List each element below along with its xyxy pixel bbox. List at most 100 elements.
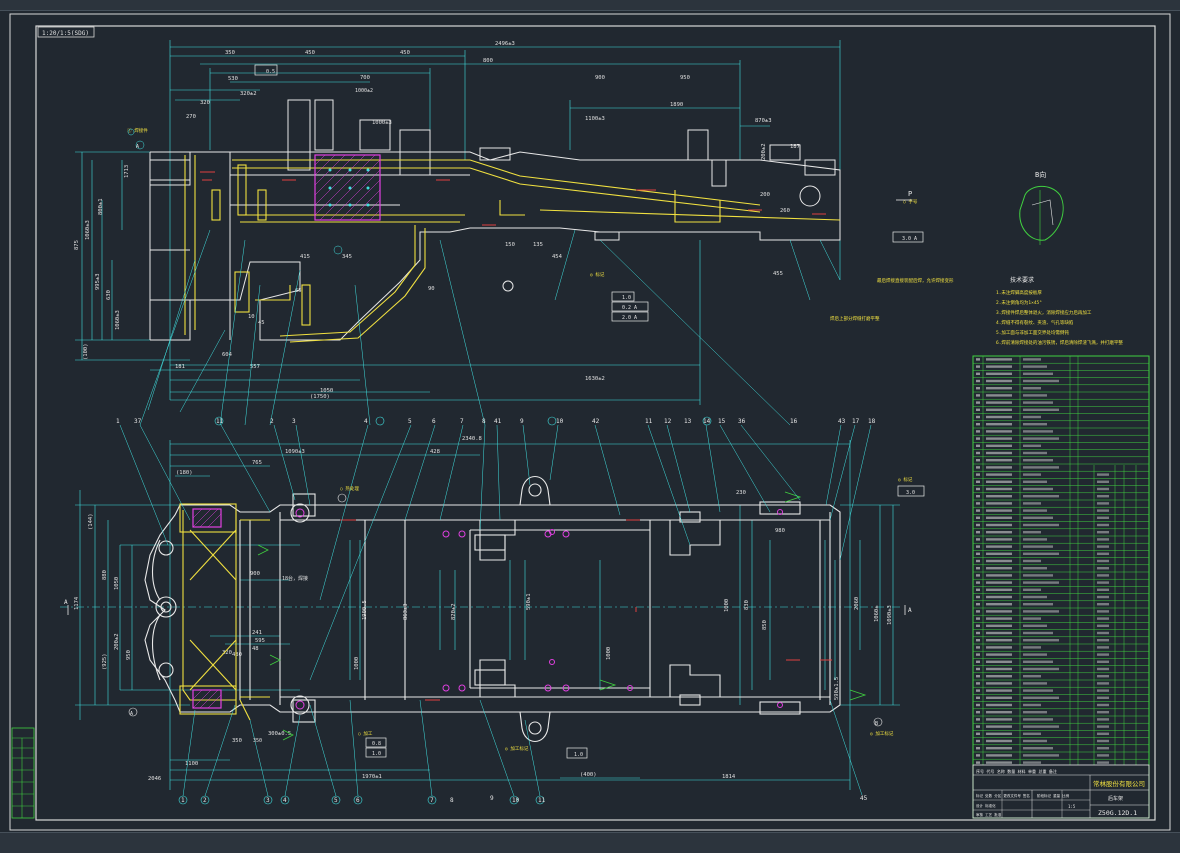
svg-text:A: A	[130, 711, 133, 717]
table-cell	[1097, 711, 1109, 714]
svg-text:○ 加工: ○ 加工	[358, 730, 373, 737]
table-cell	[976, 667, 980, 671]
svg-text:10: 10	[248, 314, 255, 320]
svg-text:17: 17	[852, 418, 860, 425]
top-dimensions	[75, 40, 841, 405]
table-cell	[976, 495, 980, 498]
svg-text:8: 8	[450, 797, 454, 804]
table-cell	[976, 603, 980, 606]
svg-text:1090±3: 1090±3	[887, 605, 893, 625]
svg-text:4: 4	[364, 418, 368, 425]
table-cell	[1023, 502, 1041, 505]
svg-text:6.焊前清除焊接处的油污铁锈，焊后清除焊渣飞溅，并打磨平整: 6.焊前清除焊接处的油污铁锈，焊后清除焊渣飞溅，并打磨平整	[996, 339, 1123, 346]
bottom-hatch-pads	[192, 508, 222, 709]
svg-text:1060±3: 1060±3	[85, 220, 91, 240]
svg-text:630: 630	[106, 290, 112, 300]
table-cell	[986, 358, 1012, 361]
svg-text:800±1: 800±1	[98, 198, 104, 215]
svg-text:320: 320	[200, 100, 210, 106]
table-cell	[986, 739, 1012, 743]
svg-text:1050: 1050	[114, 577, 120, 590]
table-cell	[976, 689, 980, 692]
svg-text:A: A	[908, 607, 912, 614]
table-cell	[1023, 444, 1041, 447]
svg-text:① 焊接件: ① 焊接件	[127, 127, 148, 134]
svg-text:1060±3: 1060±3	[115, 310, 121, 330]
svg-text:1.未注焊脚高度按板厚: 1.未注焊脚高度按板厚	[996, 289, 1042, 296]
table-cell	[1023, 682, 1047, 685]
svg-text:5: 5	[408, 418, 412, 425]
parts-list-table[interactable]: 常林股份有限公司 后车架 Z50G.12D.1 1:5 序号 代号 名称 数量 …	[972, 355, 1150, 819]
table-cell	[1023, 732, 1041, 735]
table-cell	[976, 480, 980, 483]
table-cell	[986, 387, 1012, 390]
bottom-weld-marks	[340, 519, 832, 701]
table-cell	[976, 639, 980, 642]
table-cell	[986, 444, 1012, 447]
svg-text:150: 150	[505, 242, 515, 248]
svg-text:0.8: 0.8	[372, 741, 381, 747]
svg-text:3.0 A: 3.0 A	[902, 236, 917, 242]
table-cell	[986, 379, 1012, 383]
table-cell	[1023, 667, 1059, 671]
table-cell	[1097, 747, 1109, 750]
table-cell	[986, 754, 1012, 757]
table-cell	[976, 581, 980, 584]
table-cell	[1023, 660, 1053, 663]
svg-text:604: 604	[222, 352, 233, 358]
table-cell	[1097, 552, 1109, 555]
svg-text:1:5: 1:5	[1068, 804, 1076, 809]
svg-text:○ 热处理: ○ 热处理	[340, 485, 359, 492]
svg-text:42: 42	[592, 418, 600, 425]
table-cell	[1023, 646, 1041, 649]
table-cell	[1023, 487, 1053, 491]
table-cell	[1023, 624, 1047, 627]
table-cell	[986, 631, 1012, 635]
table-cell	[976, 387, 980, 390]
table-cell	[1097, 761, 1109, 764]
table-cell	[976, 675, 980, 678]
svg-text:875: 875	[74, 240, 80, 250]
b-view-detail: B向	[1019, 170, 1064, 245]
svg-text:1100±3: 1100±3	[585, 116, 605, 122]
table-cell	[1023, 372, 1053, 375]
top-dim-labels: 2496±3 350 450 450 700 800 900 950 1890 …	[74, 41, 800, 400]
top-view[interactable]: 2496±3 350 450 450 700 800 900 950 1890 …	[74, 40, 954, 426]
svg-text:审核 工艺 批准: 审核 工艺 批准	[976, 812, 1002, 817]
table-cell	[1097, 603, 1109, 606]
table-cell	[986, 545, 1012, 548]
table-cell	[986, 437, 1012, 440]
table-cell	[1023, 495, 1059, 498]
svg-text:450: 450	[305, 50, 315, 56]
svg-text:590±1.5: 590±1.5	[834, 677, 840, 700]
table-cell	[986, 495, 1012, 498]
table-cell	[976, 516, 980, 519]
table-cell	[1097, 509, 1109, 512]
table-cell	[986, 667, 1012, 671]
table-cell	[1023, 531, 1041, 534]
svg-text:880: 880	[102, 570, 108, 580]
table-cell	[1097, 739, 1109, 743]
bottom-view[interactable]: 1 37 11 2 3 4 5 6 7 8 41 9 10 42 11 12 1…	[60, 416, 925, 805]
svg-text:3: 3	[266, 797, 270, 804]
bottom-frame-outline	[144, 475, 841, 743]
table-cell	[1097, 610, 1109, 613]
svg-text:10: 10	[512, 797, 520, 804]
table-cell	[986, 747, 1012, 750]
table-cell	[976, 567, 980, 570]
svg-text:1060±: 1060±	[874, 605, 880, 622]
svg-text:序号 代号 名称 数量 材料 单重 总重 备注: 序号 代号 名称 数量 材料 单重 总重 备注	[976, 768, 1057, 774]
table-cell	[976, 718, 980, 721]
table-cell	[1097, 523, 1109, 527]
a-marker-top: A	[136, 144, 139, 150]
svg-text:850: 850	[762, 620, 768, 630]
svg-text:700: 700	[360, 75, 370, 81]
svg-text:技术要求: 技术要求	[1010, 276, 1034, 284]
bottom-weld-text: 3.0 0.8 1.0 1.0 350 18台，焊接	[253, 490, 915, 758]
svg-text:41: 41	[494, 418, 502, 425]
table-cell	[986, 423, 1012, 426]
svg-text:48: 48	[252, 646, 259, 652]
svg-text:260: 260	[780, 208, 790, 214]
